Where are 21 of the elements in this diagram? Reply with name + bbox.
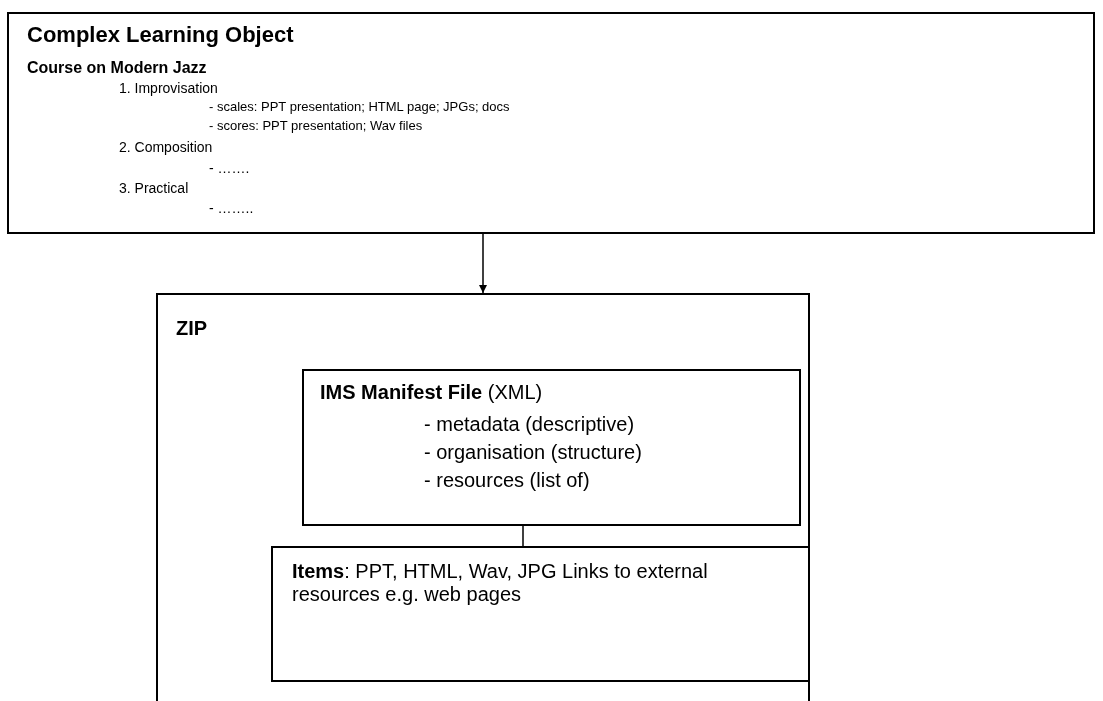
list-item-text: - …….	[209, 160, 250, 177]
text-box	[302, 369, 801, 526]
text-box	[156, 293, 810, 701]
heading-text: IMS Manifest File (XML)	[320, 381, 543, 404]
text-box	[271, 546, 810, 682]
list-item-text: - scales: PPT presentation; HTML page; JPGs; docs	[209, 100, 510, 115]
list-item-text: 1. Improvisation	[119, 80, 218, 97]
list-item-text: - ……..	[209, 200, 254, 217]
list-item-text: - organisation (structure)	[424, 441, 642, 464]
list-item-text: Course on Modern Jazz	[27, 59, 207, 78]
list-item-text: 3. Practical	[119, 180, 189, 197]
list-item-text: - scores: PPT presentation; Wav files	[209, 119, 423, 134]
heading-text: Complex Learning Object	[27, 22, 294, 48]
connector-line	[522, 525, 524, 547]
arrow	[479, 233, 487, 294]
list-item-text: 2. Composition	[119, 139, 213, 156]
heading-text: Items: PPT, HTML, Wav, JPG Links to external resources e.g. web pages	[292, 560, 709, 606]
heading-text: ZIP	[176, 317, 208, 340]
text-box	[7, 12, 1095, 234]
list-item-text: - resources (list of)	[424, 469, 590, 492]
list-item-text: - metadata (descriptive)	[424, 413, 635, 436]
